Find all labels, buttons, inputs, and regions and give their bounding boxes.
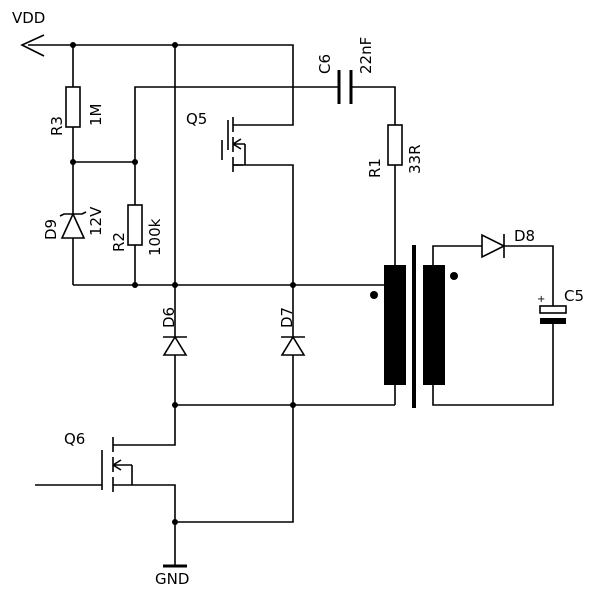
capacitor-c5-polarity: + <box>537 294 545 305</box>
capacitor-c5-negative-plate <box>540 318 566 324</box>
capacitor-c6-value: 22nF <box>357 37 375 74</box>
transformer-primary-winding <box>384 265 406 385</box>
resistor-r3-value: 1M <box>87 104 105 127</box>
resistor-r2-body <box>127 204 143 246</box>
junction-dot <box>172 42 178 48</box>
gnd-terminal: GND <box>155 564 189 588</box>
diode-d6: D6 <box>160 307 188 356</box>
diode-d6-ref: D6 <box>160 307 178 328</box>
zener-d9-ref: D9 <box>42 219 60 240</box>
mosfet-q6-icon <box>101 437 133 492</box>
resistor-r1-ref: R1 <box>366 158 384 178</box>
capacitor-c6: C6 22nF <box>316 37 375 104</box>
diode-d8-icon <box>481 233 506 259</box>
junction-dot <box>290 282 296 288</box>
capacitor-c5-ref: C5 <box>564 287 584 305</box>
junction-dot <box>132 159 138 165</box>
junction-dot <box>290 402 296 408</box>
resistor-r1-value: 33R <box>406 144 424 174</box>
junction-dots <box>70 42 296 525</box>
transformer <box>370 245 458 408</box>
resistor-r1-body <box>387 124 403 166</box>
diode-d8: D8 <box>481 227 535 259</box>
zener-d9: D9 12V <box>42 206 105 240</box>
resistor-r3-body <box>65 86 81 128</box>
resistor-r3-ref: R3 <box>48 116 66 136</box>
zener-d9-value: 12V <box>87 206 105 236</box>
mosfet-q6-ref: Q6 <box>64 430 85 448</box>
mosfet-q5-icon <box>221 117 246 172</box>
resistor-r2: R2 100k <box>110 204 164 256</box>
gnd-label: GND <box>155 570 189 588</box>
vdd-arrow-icon <box>20 34 45 57</box>
resistor-r2-value: 100k <box>146 218 164 256</box>
resistor-r1: R1 33R <box>366 124 424 178</box>
vdd-terminal: VDD <box>12 9 45 57</box>
resistor-r3: R3 1M <box>48 86 105 136</box>
vdd-label: VDD <box>12 9 45 27</box>
transformer-secondary-winding <box>423 265 445 385</box>
diode-d7-ref: D7 <box>278 307 296 328</box>
capacitor-c5-positive-plate <box>539 305 567 314</box>
diode-d8-ref: D8 <box>514 227 535 245</box>
transformer-secondary-polarity-dot <box>450 272 458 280</box>
junction-dot <box>70 159 76 165</box>
diode-d6-icon <box>162 335 188 356</box>
zener-d9-icon <box>59 211 87 239</box>
resistor-r2-ref: R2 <box>110 232 128 252</box>
capacitor-c6-icon <box>337 70 353 104</box>
capacitor-c6-ref: C6 <box>316 54 334 74</box>
junction-dot <box>172 519 178 525</box>
transformer-primary-polarity-dot <box>370 291 378 299</box>
junction-dot <box>172 282 178 288</box>
diode-d7-icon <box>280 335 306 356</box>
junction-dot <box>132 282 138 288</box>
capacitor-c5: + C5 <box>537 287 584 324</box>
diode-d7: D7 <box>278 307 306 356</box>
mosfet-q6: Q6 <box>64 430 133 492</box>
junction-dot <box>172 402 178 408</box>
mosfet-q5: Q5 <box>186 110 246 172</box>
wires <box>28 44 554 565</box>
junction-dot <box>70 42 76 48</box>
mosfet-q5-ref: Q5 <box>186 110 207 128</box>
